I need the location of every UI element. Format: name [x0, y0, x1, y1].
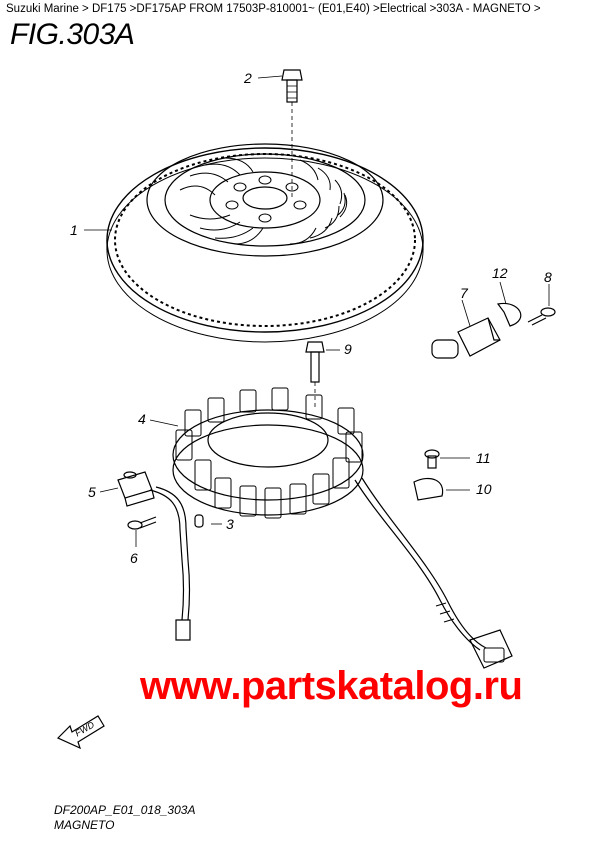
- callout-7: 7: [460, 285, 469, 301]
- callout-4: 4: [138, 411, 146, 427]
- leader-lines: [84, 75, 550, 547]
- callout-3: 3: [226, 516, 234, 532]
- callout-9: 9: [344, 341, 352, 357]
- watermark: www.partskatalog.ru: [140, 664, 523, 708]
- sensor-clip: [496, 302, 522, 327]
- callout-5: 5: [88, 484, 96, 500]
- crank-position-sensor: [431, 317, 501, 359]
- callout-6: 6: [130, 550, 138, 566]
- breadcrumb: Suzuki Marine > DF175 >DF175AP FROM 1750…: [6, 3, 541, 15]
- figure-title: FIG.303A: [10, 18, 135, 51]
- sensor-bolt: [527, 307, 556, 326]
- callout-2: 2: [243, 70, 252, 86]
- callout-8: 8: [544, 269, 552, 285]
- dowel-pin: [194, 514, 204, 528]
- callout-1: 1: [70, 222, 78, 238]
- callout-11: 11: [476, 450, 491, 466]
- stator: [172, 387, 364, 519]
- callout-10: 10: [476, 481, 492, 497]
- stator-harness: [354, 477, 513, 669]
- drawing-code: DF200AP_E01_018_303A: [54, 803, 196, 817]
- clamp-bolt: [424, 449, 440, 469]
- callout-12: 12: [492, 265, 508, 281]
- flywheel: [106, 143, 424, 343]
- pulser-coil: [117, 471, 191, 641]
- caption: MAGNETO: [54, 818, 115, 832]
- stator-bolt: [305, 341, 325, 410]
- harness-clamp: [413, 477, 444, 501]
- flywheel-bolt: [281, 69, 303, 198]
- fwd-arrow-icon: FWD: [56, 715, 105, 750]
- pulser-screw: [127, 516, 157, 530]
